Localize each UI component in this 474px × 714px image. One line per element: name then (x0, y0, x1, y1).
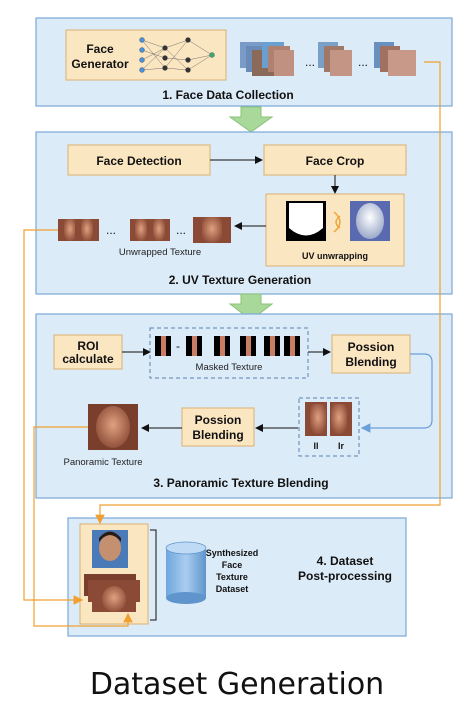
dash-1: - (176, 339, 180, 353)
panel-4-label: 4. Dataset (317, 554, 374, 568)
panel-dataset-post-processing: Synthesized Face Texture Dataset 4. Data… (67, 517, 407, 637)
panel-2-label: 2. UV Texture Generation (169, 273, 311, 287)
poisson-left-label-2: Blending (192, 428, 243, 442)
roi-label: ROI (77, 339, 98, 353)
poisson-left-label: Possion (195, 413, 242, 427)
poisson-blending-right-box (331, 334, 411, 374)
il-label: Il (313, 441, 318, 451)
face-detection-label: Face Detection (96, 154, 181, 168)
poisson-right-label-2: Blending (345, 355, 396, 369)
face-photos-group-2 (318, 42, 352, 76)
face-generator-label-2: Generator (71, 57, 129, 71)
face-detection-box (67, 144, 211, 176)
panel-3-label: 3. Panoramic Texture Blending (153, 476, 328, 490)
ellipsis-1: ... (305, 55, 315, 69)
masked-texture-label: Masked Texture (196, 362, 263, 373)
poisson-blending-left-box (181, 407, 255, 447)
roi-label-2: calculate (62, 352, 114, 366)
face-generator-box (65, 29, 227, 81)
panel-1-label: 1. Face Data Collection (162, 88, 293, 102)
panoramic-texture-label: Panoramic Texture (63, 457, 142, 468)
page-title: Dataset Generation (90, 667, 384, 702)
panel-panoramic-texture-blending: ROI calculate - Masked Texture Possion B… (35, 313, 453, 499)
synthesized-label-3: Texture (216, 572, 248, 582)
face-photos-group-3 (374, 42, 416, 76)
blue-arrow-blend-to-split (360, 353, 433, 433)
dataset-bracket (150, 529, 157, 621)
down-arrow-1 (228, 106, 274, 133)
synthesized-label-2: Face (222, 560, 243, 570)
orange-line-panoramic-to-dataset (33, 426, 133, 627)
dataset-cylinder-icon (165, 541, 207, 604)
ellipsis-4: ... (176, 223, 186, 237)
unwrapped-textures (58, 217, 231, 243)
neural-network-icon (139, 37, 215, 73)
panel-4-label-2: Post-processing (298, 569, 392, 583)
face-crop-box (263, 144, 407, 176)
down-arrow-2 (228, 293, 274, 321)
unwrapped-texture-label: Unwrapped Texture (119, 247, 201, 258)
synthesized-label: Synthesized (206, 548, 259, 558)
masked-texture-group (149, 327, 309, 379)
ir-label: Ir (338, 441, 345, 451)
poisson-right-label: Possion (348, 340, 395, 354)
face-photos-group-1 (240, 42, 294, 76)
orange-line-unwrapped-to-dataset (23, 229, 84, 605)
ellipsis-2: ... (358, 55, 368, 69)
split-texture-group (298, 397, 360, 457)
synthesized-label-4: Dataset (216, 584, 249, 594)
ellipsis-3: ... (106, 223, 116, 237)
masked-textures (155, 336, 300, 356)
face-generator-label: Face (86, 42, 114, 56)
panel-uv-texture-generation: Face Detection Face Crop UV unwrapping .… (35, 131, 453, 295)
swap-icon (333, 211, 341, 233)
orange-line-faces-to-dataset (95, 61, 441, 525)
panel-face-data-collection: Face Generator ... (35, 17, 453, 107)
uv-unwrapping-label: UV unwrapping (302, 251, 368, 261)
face-crop-label: Face Crop (306, 154, 365, 168)
